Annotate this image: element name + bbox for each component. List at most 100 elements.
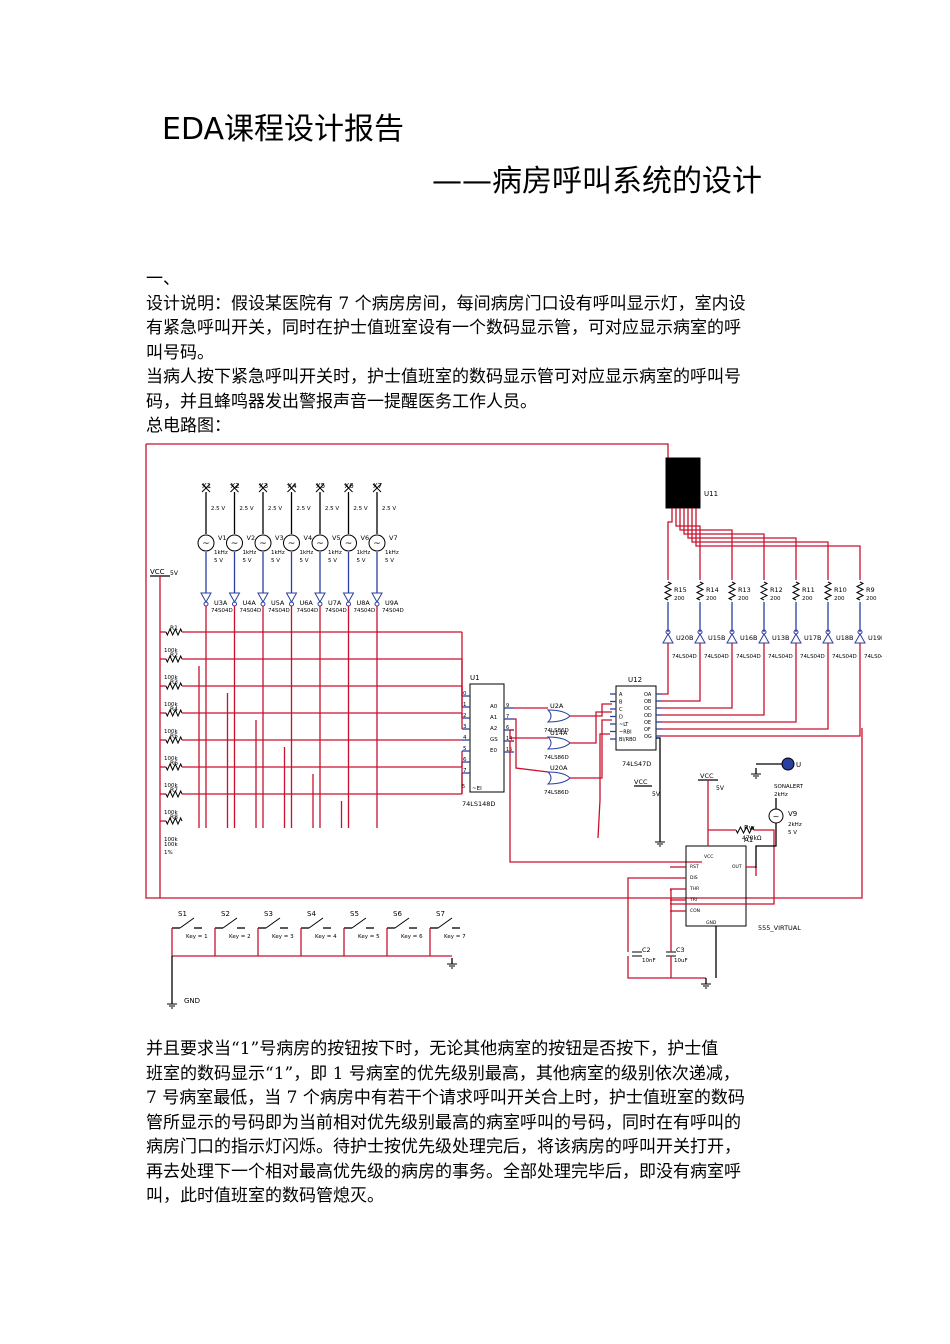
segment-gate-name: U17B bbox=[804, 634, 822, 642]
decoder-input-label: B bbox=[619, 700, 623, 706]
display-segment-wire bbox=[687, 508, 797, 580]
source-amplitude: 2.5 V bbox=[325, 506, 339, 512]
encoder-ei-label: ~EI bbox=[472, 786, 482, 792]
source-amplitude: 2.5 V bbox=[211, 506, 225, 512]
segment-gate-name: U20B bbox=[676, 634, 694, 642]
gate-name: U8A bbox=[357, 599, 371, 607]
xor-gate-part: 74LS86D bbox=[544, 728, 569, 734]
pullup-resistor-icon bbox=[165, 654, 183, 664]
text-line: 并且要求当“1”号病房的按钮按下时，无论其他病室的按钮是否按下，护士值 bbox=[146, 1039, 719, 1059]
segment-gate-part: 74LS04D bbox=[800, 654, 825, 660]
text-line: 再去处理下一个相对最高优先级的病房的事务。全部处理完毕后，即没有病室呼 bbox=[146, 1161, 741, 1182]
ac-source-icon bbox=[368, 534, 386, 552]
pullup-resistor-icon bbox=[165, 762, 183, 772]
pullup-value: 100k bbox=[164, 675, 178, 681]
pullup-resistor-icon bbox=[165, 816, 183, 826]
timer-part: 555_VIRTUAL bbox=[758, 924, 801, 932]
segment-inverter-icon bbox=[662, 632, 674, 644]
v9-lead bbox=[755, 823, 777, 868]
decoder-output-label: OB bbox=[644, 699, 652, 705]
cap-wire bbox=[627, 877, 670, 952]
lamp-label: X6 bbox=[345, 482, 355, 490]
source-frequency: 1kHz bbox=[328, 550, 342, 556]
gate-name: U7A bbox=[328, 599, 342, 607]
xor-gate-icon bbox=[546, 736, 571, 750]
segment-resistor-name: R14 bbox=[706, 586, 719, 594]
segment-resistor-name: R11 bbox=[802, 586, 815, 594]
display-segment-wire bbox=[691, 508, 829, 580]
pullup-value: 100k bbox=[164, 842, 178, 848]
segment-resistor-name: R10 bbox=[834, 586, 847, 594]
switch-lever-icon bbox=[179, 917, 195, 929]
encoder-chip bbox=[469, 683, 505, 793]
timer-pin-label: TRI bbox=[689, 897, 697, 903]
pullup-resistor-icon bbox=[165, 708, 183, 718]
decoder-output-label: OE bbox=[644, 720, 651, 726]
ac-source-glyph: ~ bbox=[231, 539, 239, 549]
lamp-label: X1 bbox=[202, 482, 211, 490]
source-name: V1 bbox=[218, 534, 227, 542]
segment-drive-wire bbox=[662, 643, 797, 723]
inverter-gate-icon bbox=[285, 592, 298, 604]
encoder-pin-number: 15 bbox=[506, 747, 512, 753]
switch-lever-icon bbox=[351, 917, 367, 929]
text-line: 码，并且蜂鸣器发出警报声音一提醒医务工作人员。 bbox=[146, 391, 537, 412]
lamp-label: X3 bbox=[259, 482, 268, 490]
segment-resistor-name: R13 bbox=[738, 586, 751, 594]
supply-loop-left-bottom bbox=[145, 444, 863, 899]
source-voltage: 5 V bbox=[357, 558, 366, 564]
xor-gate-icon bbox=[546, 771, 571, 785]
source-name: V7 bbox=[389, 534, 398, 542]
decoder-output-label: OG bbox=[644, 734, 652, 740]
inverter-gate-icon bbox=[371, 592, 383, 604]
source-amplitude: 2.5 V bbox=[239, 506, 253, 512]
ac-source-glyph: ~ bbox=[259, 539, 267, 549]
timer-pin-label: THR bbox=[689, 886, 699, 892]
segment-inverter-icon bbox=[758, 632, 770, 644]
pullup-name: R5 bbox=[170, 733, 178, 740]
segment-resistor-value: 200 bbox=[674, 596, 685, 602]
source-name: V3 bbox=[275, 534, 284, 542]
encoder-pin-number: 9 bbox=[506, 703, 509, 709]
segment-resistor-icon bbox=[695, 581, 705, 601]
source-frequency: 1kHz bbox=[214, 550, 228, 556]
segment-gate-part: 74LS04D bbox=[832, 654, 857, 660]
xor-output-wire bbox=[570, 711, 612, 744]
encoder-output-label: A2 bbox=[490, 726, 497, 732]
inverter-gate-icon bbox=[257, 592, 269, 604]
source-frequency: 2kHz bbox=[788, 822, 802, 828]
segment-drive-wire bbox=[662, 643, 829, 730]
segment-resistor-value: 200 bbox=[802, 596, 813, 602]
source-voltage: 5 V bbox=[385, 558, 394, 564]
buzzer-part: SONALERT bbox=[774, 784, 804, 790]
encoder-input-label: 3 bbox=[463, 724, 467, 730]
xor-input-wire bbox=[514, 718, 549, 773]
vcc-label: VCC bbox=[634, 778, 648, 786]
buzzer-name: U bbox=[796, 761, 801, 769]
segment-inverter-icon bbox=[854, 632, 866, 644]
gate-part: 74S04D bbox=[354, 608, 376, 614]
display-segment-wire bbox=[667, 508, 673, 580]
pullup-name: R3 bbox=[170, 679, 178, 686]
decoder-input-label: ~LT bbox=[619, 722, 629, 728]
timer-feedback-wire bbox=[670, 829, 775, 905]
source-voltage: 5 V bbox=[300, 558, 309, 564]
gate-part: 74S04D bbox=[297, 608, 319, 614]
gate-part: 74S04D bbox=[382, 608, 404, 614]
segment-gate-part: 74LS04D bbox=[736, 654, 761, 660]
segment-gate-name: U19B bbox=[868, 634, 882, 642]
ac-source-glyph: ~ bbox=[288, 539, 296, 549]
switch-key: Key = 3 bbox=[272, 934, 294, 940]
text-line: 管所显示的号码即为当前相对优先级别最高的病室呼叫的号码，同时在有呼叫的 bbox=[146, 1112, 741, 1133]
segment-drive-wire bbox=[662, 643, 701, 702]
decoder-part: 74LS47D bbox=[622, 760, 651, 768]
ac-source-icon bbox=[340, 534, 357, 552]
buzzer-frequency: 2kHz bbox=[774, 792, 788, 798]
gate-name: U4A bbox=[243, 599, 257, 607]
text-line: 叫号码。 bbox=[146, 342, 214, 363]
source-frequency: 1kHz bbox=[385, 550, 399, 556]
source-voltage: 5 V bbox=[214, 558, 223, 564]
segment-resistor-name: R12 bbox=[770, 586, 783, 594]
decoder-ground-wire bbox=[656, 737, 661, 836]
